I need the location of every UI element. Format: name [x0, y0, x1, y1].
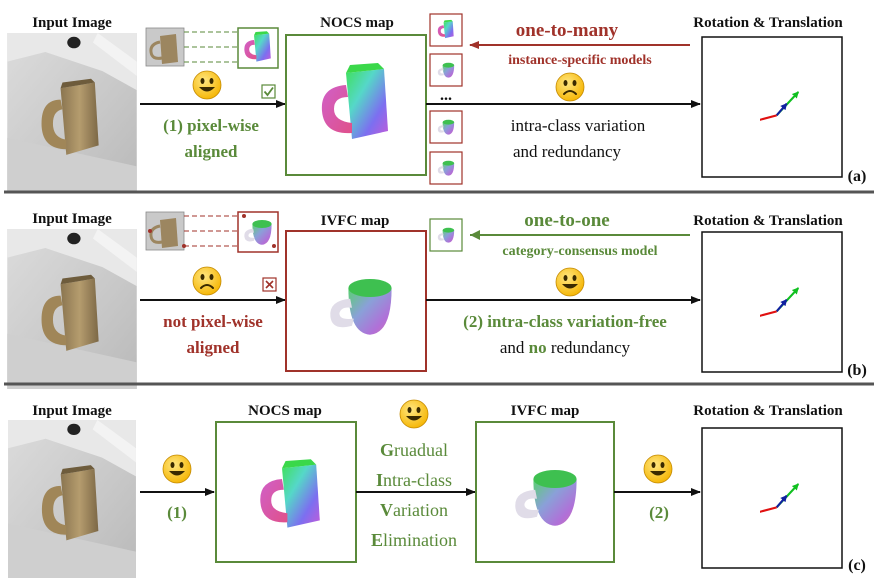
give-line-2: Intra-class	[376, 470, 452, 490]
panel-tag-b: (b)	[847, 362, 867, 379]
input-photo	[7, 229, 137, 389]
frown-icon	[555, 72, 585, 102]
give-line-1: Gruadual	[380, 440, 448, 460]
panel-b: Input Image not pixel-wise aligned IVFC …	[7, 210, 867, 389]
smile-icon	[162, 454, 192, 484]
rt-title: Rotation & Translation	[693, 403, 843, 419]
cross-box-icon	[262, 277, 277, 292]
consensus-model-label: category-consensus model	[502, 244, 657, 259]
pose-box	[701, 231, 843, 373]
smile-icon	[192, 70, 222, 100]
ellipsis: ...	[440, 87, 452, 104]
instance-models: ...	[429, 13, 463, 185]
panel-c: Input Image (1) NOCS map Gruadual Intra-…	[8, 399, 866, 578]
check-box-icon	[261, 84, 276, 99]
step1-label: (1) pixel-wise	[163, 116, 259, 135]
not-aligned-label: not pixel-wise	[163, 312, 263, 331]
instance-models-label: instance-specific models	[508, 53, 652, 68]
alignment-thumbnails	[145, 27, 279, 69]
rt-title: Rotation & Translation	[693, 15, 843, 31]
ivfc-map-title: IVFC map	[511, 403, 580, 419]
nocs-map-title: NOCS map	[320, 15, 394, 31]
alignment-thumbnails	[145, 211, 279, 253]
input-photo	[7, 33, 137, 193]
panel-tag-a: (a)	[848, 168, 867, 185]
give-text: Gruadual Intra-class Variation Eliminati…	[371, 440, 457, 550]
variation-free-line: (2) intra-class variation-free	[463, 312, 667, 331]
input-image-title: Input Image	[32, 211, 112, 227]
panel-tag-c: (c)	[848, 557, 866, 574]
not-aligned-label-line2: aligned	[187, 338, 240, 357]
pose-box	[701, 36, 843, 178]
step1-label-line2: aligned	[185, 142, 238, 161]
smile-icon	[643, 454, 673, 484]
input-image-title: Input Image	[32, 15, 112, 31]
nocs-map-title: NOCS map	[248, 403, 322, 419]
frown-icon	[192, 266, 222, 296]
mapping-one-to-one: one-to-one	[524, 210, 609, 231]
give-line-3: Variation	[380, 500, 448, 520]
variation-line1: intra-class variation	[511, 116, 646, 135]
no-redundancy-line: and no redundancy	[500, 338, 631, 357]
consensus-model	[429, 218, 463, 252]
panel-a: Input Image (1) pixel-wise aligned NOCS …	[7, 13, 867, 193]
ivfc-map-title: IVFC map	[321, 213, 390, 229]
give-line-4: Elimination	[371, 530, 457, 550]
smile-icon	[399, 399, 429, 429]
pose-box	[701, 427, 843, 569]
smile-icon	[555, 267, 585, 297]
input-image-title: Input Image	[32, 403, 112, 419]
mapping-one-to-many: one-to-many	[516, 20, 619, 41]
rt-title: Rotation & Translation	[693, 213, 843, 229]
step2-label: (2)	[649, 503, 669, 522]
variation-line2: and redundancy	[513, 142, 622, 161]
input-photo	[8, 420, 136, 578]
step1-label: (1)	[167, 503, 187, 522]
